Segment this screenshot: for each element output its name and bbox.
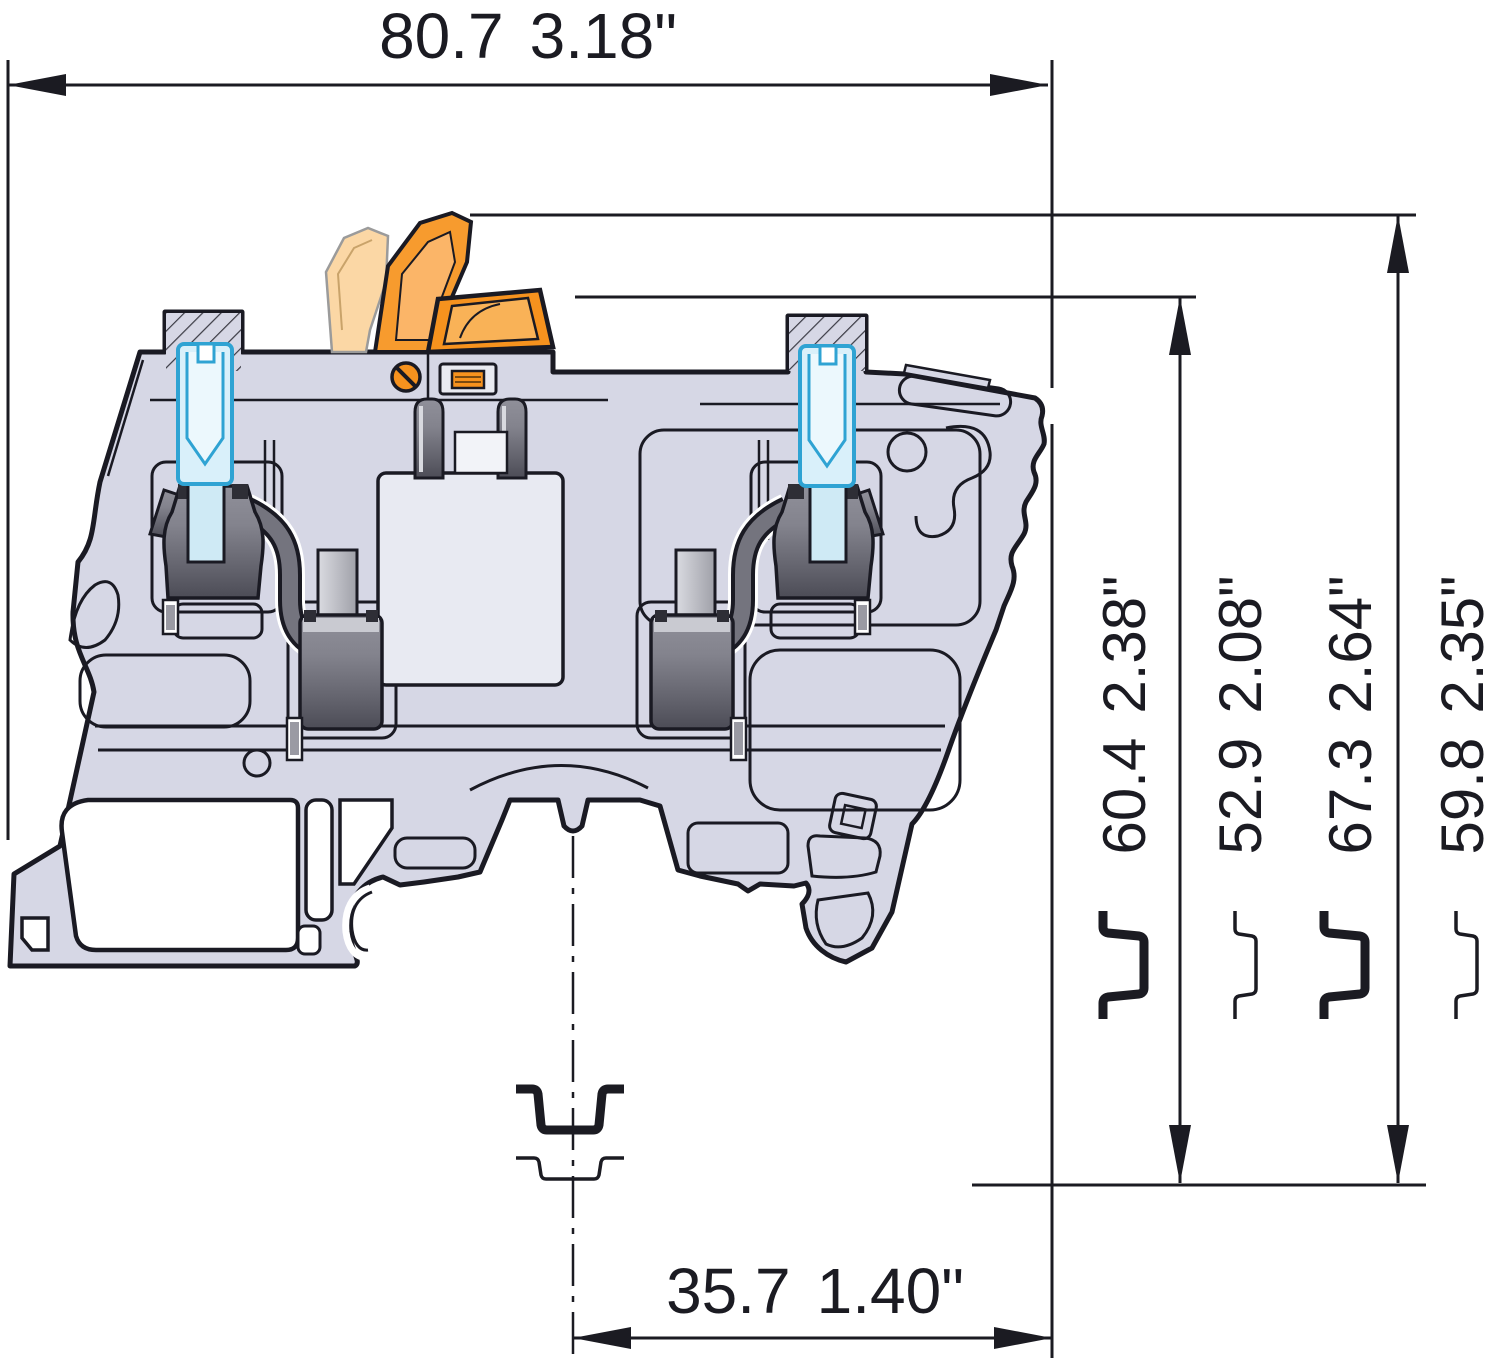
din-rail-7-5mm-icon bbox=[514, 1156, 626, 1181]
arrowhead-down-icon bbox=[1387, 1125, 1409, 1183]
extension-lines-right bbox=[470, 60, 1426, 1358]
clamp-assembly-right bbox=[649, 484, 885, 762]
din-rail-15mm-icon bbox=[1103, 911, 1144, 1019]
din-rail-15mm-icon bbox=[516, 1089, 624, 1130]
test-socket-left bbox=[176, 342, 234, 564]
height-label-60-4: 60.42.38" bbox=[1091, 576, 1158, 855]
dimension-height-line-b bbox=[1387, 215, 1409, 1183]
marker-tag-icon bbox=[438, 362, 498, 396]
dimension-height-line-a bbox=[1169, 297, 1191, 1183]
foot-hook-left bbox=[342, 884, 373, 961]
din-rail-7-5mm-icon bbox=[1233, 909, 1258, 1021]
arrowhead-down-icon bbox=[1169, 1125, 1191, 1183]
height-label-52-9: 52.92.08" bbox=[1207, 576, 1274, 855]
top-edge-strip bbox=[902, 363, 992, 390]
terminal-block-drawing bbox=[7, 210, 1047, 969]
center-contact-cage bbox=[376, 397, 565, 687]
din-rail-15mm-icon bbox=[1324, 911, 1365, 1019]
test-socket-right bbox=[798, 344, 856, 564]
height-label-59-8: 59.82.35" bbox=[1429, 576, 1496, 855]
arrowhead-up-icon bbox=[1387, 215, 1409, 273]
din-rail-7-5mm-icon bbox=[1454, 909, 1479, 1021]
rail-window-cutouts bbox=[20, 797, 394, 956]
disconnect-lever bbox=[324, 210, 556, 355]
lower-clamp-left bbox=[298, 613, 384, 731]
height-label-67-3: 67.32.64" bbox=[1317, 576, 1384, 855]
arrowhead-up-icon bbox=[1169, 297, 1191, 355]
arrowhead-right-icon bbox=[990, 74, 1048, 96]
screw-head-icon bbox=[390, 361, 422, 393]
arrowhead-right-icon bbox=[994, 1327, 1052, 1349]
arrowhead-left-icon bbox=[573, 1327, 631, 1349]
arrowhead-left-icon bbox=[8, 74, 66, 96]
foot-details-right bbox=[806, 791, 882, 949]
lower-clamp-right bbox=[649, 613, 735, 731]
